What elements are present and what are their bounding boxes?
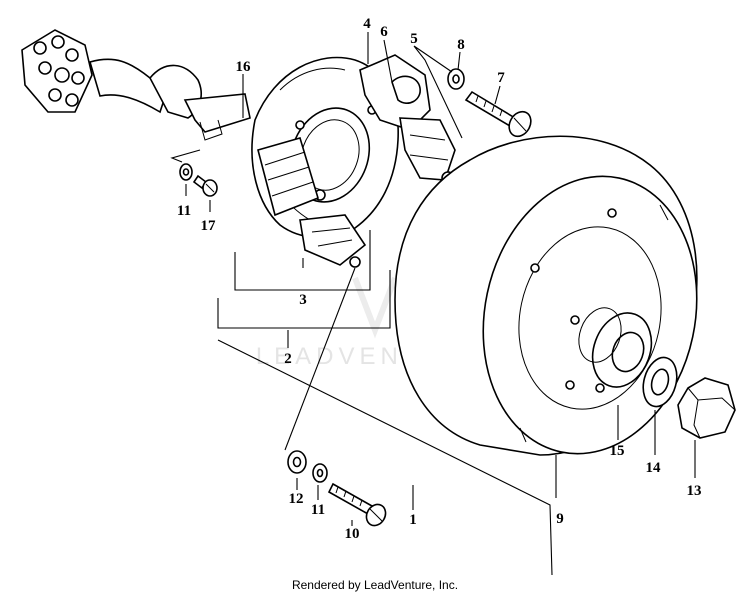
flywheel-rotor — [394, 135, 698, 456]
flywheel-hub — [578, 307, 653, 388]
callout-2: 2 — [284, 351, 292, 367]
callout-15: 15 — [610, 443, 625, 459]
callout-7: 7 — [497, 70, 505, 86]
footer-credit: Rendered by LeadVenture, Inc. — [291, 578, 459, 592]
callout-17: 17 — [201, 218, 217, 234]
callout-14: 14 — [646, 460, 662, 476]
callout-10: 10 — [345, 526, 360, 542]
screw-10 — [327, 482, 387, 527]
callout-4: 4 — [363, 16, 371, 32]
callout-3: 3 — [299, 292, 307, 308]
callout-16: 16 — [236, 59, 252, 75]
exciter-coil — [257, 137, 367, 268]
callout-6: 6 — [380, 24, 388, 40]
washer-14 — [642, 356, 678, 408]
callout-11-upper: 11 — [177, 203, 191, 219]
callout-5: 5 — [410, 31, 418, 47]
callout-9: 9 — [556, 511, 564, 527]
screw-7 — [464, 90, 532, 138]
nut-13 — [677, 377, 736, 439]
screw-17 — [192, 174, 218, 197]
callout-labels: 16 4 6 5 8 7 11 17 3 2 12 11 10 1 9 15 1… — [177, 16, 702, 542]
washer-8 — [447, 68, 465, 90]
washer-11-upper — [179, 163, 193, 181]
washer-11-lower — [312, 463, 328, 483]
washer-12 — [287, 450, 307, 474]
callout-12: 12 — [289, 491, 304, 507]
wire-harness-connector — [21, 29, 251, 141]
leader-lines — [170, 32, 696, 576]
callout-1: 1 — [409, 512, 417, 528]
callout-11-lower: 11 — [311, 502, 325, 518]
callout-13: 13 — [687, 483, 702, 499]
callout-8: 8 — [457, 37, 465, 53]
